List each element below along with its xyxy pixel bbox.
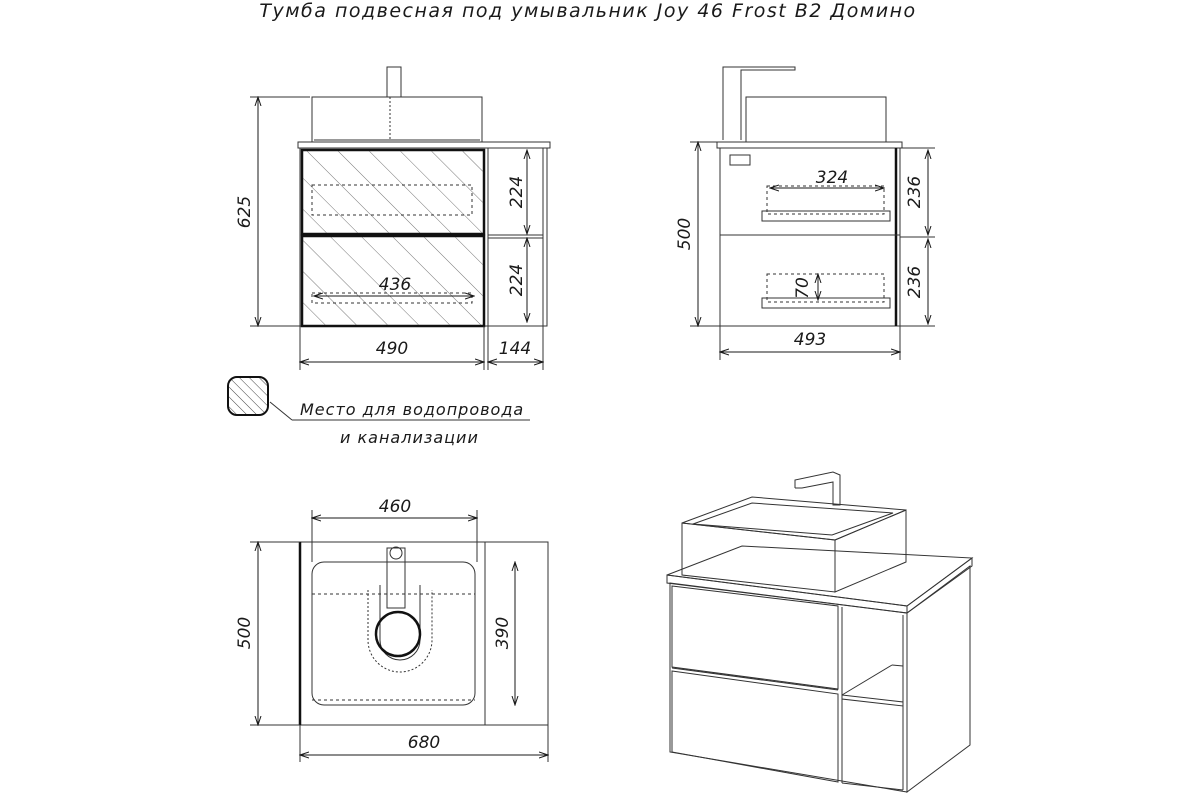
dim-side-inner: 324 <box>816 168 848 188</box>
dim-front-height: 625 <box>235 196 255 228</box>
dim-top-total-width: 680 <box>408 733 440 753</box>
dim-drawer-top: 224 <box>507 176 527 208</box>
dim-side-total-depth: 493 <box>794 330 826 350</box>
front-view: 625 224 224 436 490 144 <box>235 66 551 370</box>
dim-top-sink-width: 460 <box>379 497 411 517</box>
legend-line-2: и канализации <box>340 428 479 447</box>
dim-drawer-bottom: 224 <box>507 264 527 296</box>
dim-inner-width: 436 <box>379 275 412 295</box>
isometric-view <box>666 471 974 793</box>
dim-side-inner-height: 70 <box>793 277 813 299</box>
dim-side-drawer-top: 236 <box>905 176 925 209</box>
dim-top-inner-depth: 390 <box>493 617 513 649</box>
drawing-title: Тумба подвесная под умывальник Joy 46 Fr… <box>259 0 916 22</box>
dim-shelf-width: 144 <box>499 339 531 359</box>
legend-line-1: Место для водопровода <box>300 400 524 419</box>
dim-top-depth: 500 <box>235 617 255 649</box>
dim-side-depth: 500 <box>675 218 695 250</box>
top-view: 460 500 390 680 <box>235 497 548 762</box>
hatched-rounded-square-icon <box>227 376 269 416</box>
side-view: 324 70 500 236 236 493 <box>675 66 935 360</box>
dim-cabinet-width: 490 <box>376 339 408 359</box>
legend: Место для водопровода и канализации <box>227 376 530 447</box>
dim-side-drawer-bottom: 236 <box>905 266 925 299</box>
